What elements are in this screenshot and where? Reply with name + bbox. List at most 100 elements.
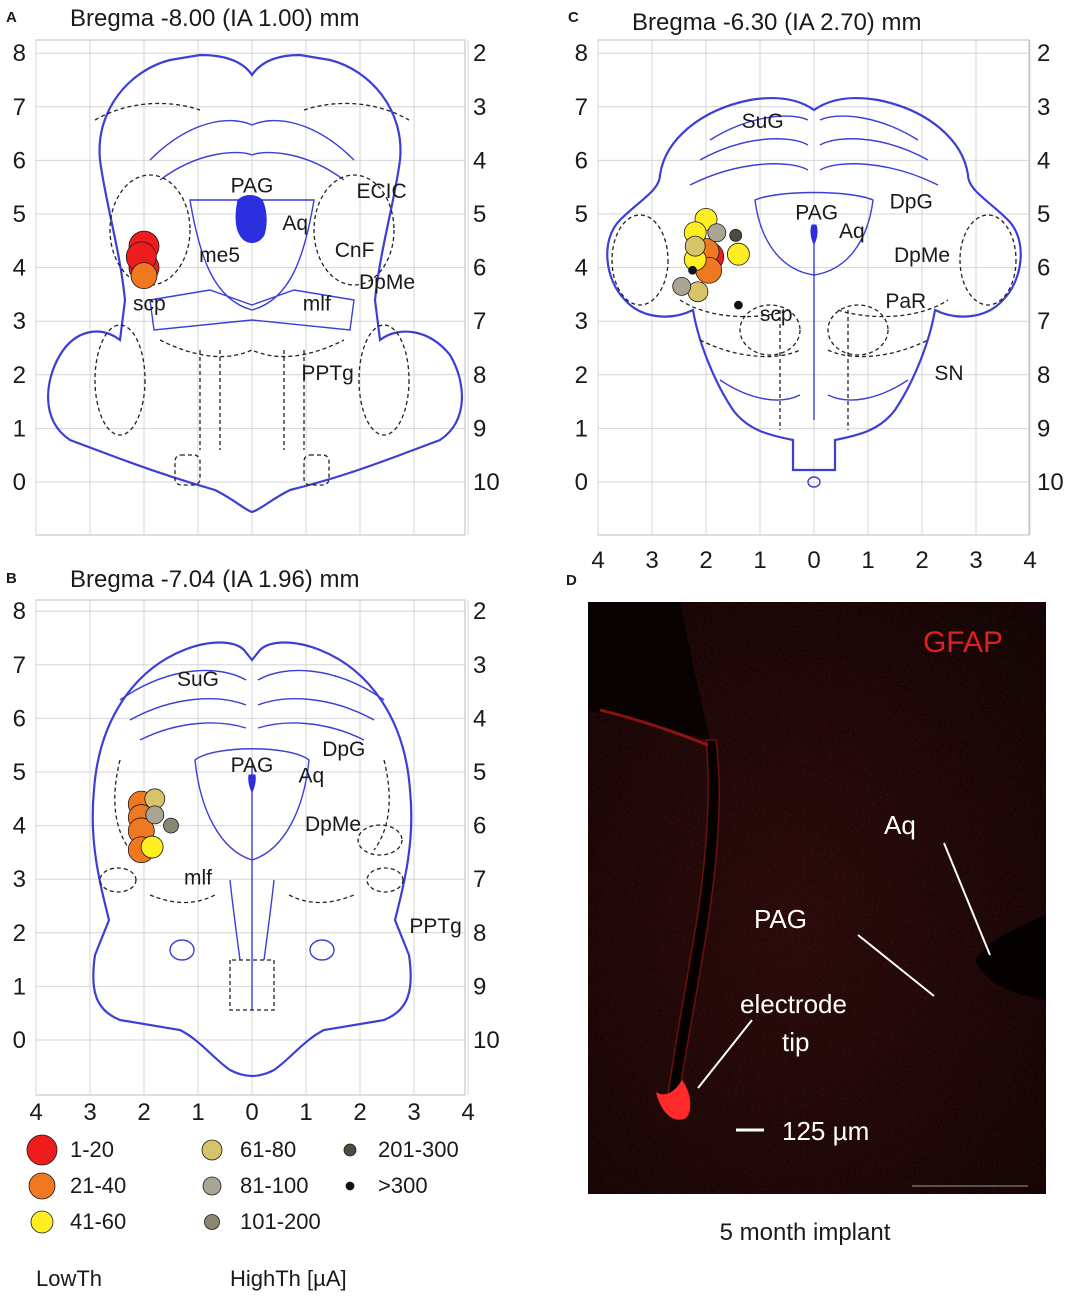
legend-swatch — [345, 1181, 355, 1191]
region-label: ECIC — [357, 180, 407, 203]
y-tick-left: 1 — [575, 415, 588, 442]
x-tick: 1 — [861, 547, 874, 574]
y-tick-left: 4 — [13, 255, 26, 282]
x-tick: 4 — [591, 547, 604, 574]
panel-a-points — [125, 230, 160, 290]
stimulation-site — [140, 835, 164, 859]
y-tick-right: 7 — [473, 866, 486, 893]
y-tick-right: 4 — [1037, 147, 1050, 174]
y-tick-left: 0 — [13, 1027, 26, 1054]
scale-bar-label: 125 µm — [782, 1116, 869, 1146]
panel-c-title: Bregma -6.30 (IA 2.70) mm — [632, 9, 921, 36]
region-label: mlf — [184, 867, 212, 890]
region-label: SN — [934, 362, 963, 385]
y-tick-left: 4 — [575, 255, 588, 282]
panel-b-frame — [35, 599, 466, 1096]
y-tick-left: 2 — [13, 362, 26, 389]
y-tick-right: 5 — [473, 759, 486, 786]
region-label: SuG — [742, 110, 784, 133]
y-tick-right: 6 — [473, 255, 486, 282]
x-tick: 3 — [645, 547, 658, 574]
y-tick-right: 7 — [473, 308, 486, 335]
legend-label: 81-100 — [240, 1173, 309, 1198]
y-tick-right: 2 — [1037, 40, 1050, 67]
x-tick: 4 — [1023, 547, 1036, 574]
legend-label: 1-20 — [70, 1137, 114, 1162]
y-tick-right: 3 — [473, 94, 486, 121]
stimulation-site — [688, 265, 697, 275]
panel-b: B Bregma -7.04 (IA 1.96) mm SuGPAGDpGAqD… — [6, 566, 500, 1126]
y-tick-left: 3 — [13, 866, 26, 893]
legend-swatch — [26, 1134, 58, 1166]
y-tick-right: 9 — [473, 415, 486, 442]
y-tick-left: 2 — [575, 362, 588, 389]
stimulation-site — [727, 242, 750, 266]
y-tick-left: 0 — [575, 469, 588, 496]
y-tick-left: 8 — [13, 40, 26, 67]
y-tick-left: 8 — [13, 598, 26, 625]
region-label: PPTg — [301, 362, 354, 385]
x-tick: 3 — [969, 547, 982, 574]
y-tick-left: 7 — [575, 94, 588, 121]
legend-swatch — [30, 1210, 54, 1234]
micrograph-leader-pag — [857, 934, 935, 997]
micrograph-label-tip: tip — [782, 1027, 809, 1057]
electrode-tip-glow — [656, 1080, 691, 1120]
y-tick-left: 4 — [13, 813, 26, 840]
region-label: PAG — [795, 201, 838, 224]
legend-swatch — [28, 1172, 56, 1200]
y-tick-right: 4 — [473, 147, 486, 174]
y-tick-right: 8 — [1037, 362, 1050, 389]
region-label: DpG — [890, 191, 933, 214]
region-label: PAG — [231, 754, 274, 777]
micrograph-label-electrode: electrode — [740, 989, 847, 1019]
y-tick-right: 2 — [473, 598, 486, 625]
y-tick-left: 1 — [13, 415, 26, 442]
y-tick-right: 3 — [1037, 94, 1050, 121]
aqueduct-cavity — [975, 915, 1046, 1000]
y-tick-right: 5 — [473, 201, 486, 228]
y-tick-left: 8 — [575, 40, 588, 67]
y-tick-right: 5 — [1037, 201, 1050, 228]
legend-swatch — [201, 1139, 223, 1161]
panel-letter-c: C — [568, 9, 579, 26]
stimulation-site — [707, 223, 727, 243]
aqueduct-c — [810, 224, 818, 246]
y-tick-right: 7 — [1037, 308, 1050, 335]
region-label: Aq — [299, 765, 325, 788]
y-tick-left: 7 — [13, 652, 26, 679]
x-tick: 4 — [29, 1099, 42, 1126]
region-label: CnF — [335, 239, 375, 262]
region-label: PaR — [885, 290, 926, 313]
region-label: DpMe — [305, 813, 361, 836]
y-tick-left: 3 — [575, 308, 588, 335]
panel-a-atlas — [46, 53, 464, 514]
y-tick-left: 1 — [13, 973, 26, 1000]
y-tick-right: 10 — [1037, 469, 1064, 496]
region-label: Aq — [282, 212, 308, 235]
region-label: SuG — [177, 668, 219, 691]
legend-label: 61-80 — [240, 1137, 296, 1162]
legend-caption-high: HighTh [µA] — [230, 1266, 347, 1291]
legend-label: 201-300 — [378, 1137, 459, 1162]
y-tick-right: 2 — [473, 40, 486, 67]
y-tick-right: 6 — [473, 813, 486, 840]
panel-letter-a: A — [6, 9, 17, 26]
panel-a-title: Bregma -8.00 (IA 1.00) mm — [70, 5, 359, 32]
legend-swatch — [204, 1214, 220, 1230]
panel-c-points — [672, 207, 750, 310]
x-tick: 3 — [407, 1099, 420, 1126]
y-tick-left: 5 — [13, 201, 26, 228]
x-tick: 0 — [807, 547, 820, 574]
aqueduct-b — [248, 774, 256, 794]
micrograph-leader-aq — [943, 842, 991, 956]
panel-b-atlas — [91, 641, 413, 1078]
stimulation-site — [130, 262, 158, 290]
micrograph-label-pag: PAG — [754, 904, 807, 934]
y-tick-right: 6 — [1037, 255, 1050, 282]
legend-label: 101-200 — [240, 1209, 321, 1234]
